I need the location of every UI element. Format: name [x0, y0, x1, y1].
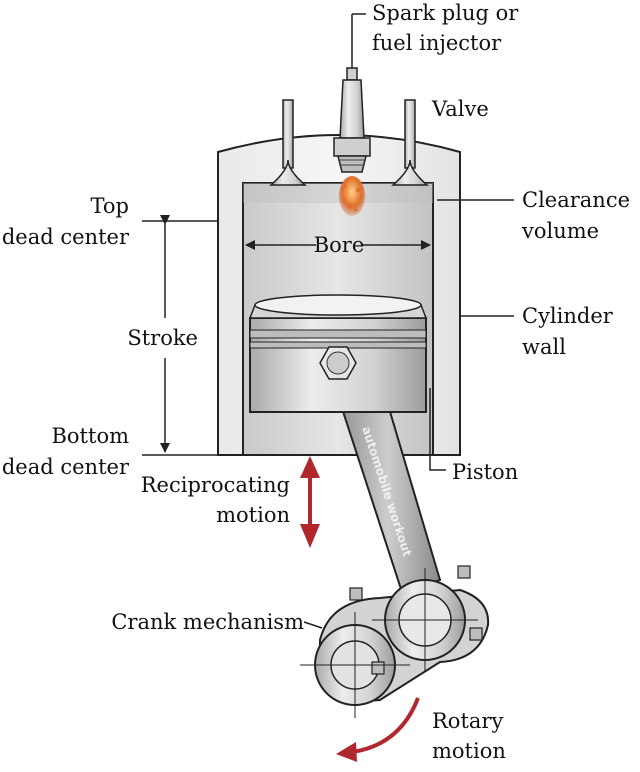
- valve-label: Valve: [431, 97, 489, 121]
- bottom-dead-center-label-1: Bottom: [51, 424, 129, 448]
- cylinder-wall-label-1: Cylinder: [522, 304, 614, 328]
- bottom-dead-center-label-2: dead center: [2, 455, 130, 479]
- piston-label: Piston: [452, 460, 518, 484]
- reciprocating-motion-arrow-icon: [300, 456, 320, 548]
- bolt-icons: [349, 565, 483, 675]
- rotary-motion-arrow-icon: [336, 697, 420, 762]
- reciprocating-motion-label-1: Reciprocating: [141, 473, 290, 497]
- leader-lines: [303, 199, 514, 629]
- top-dead-center-label-1: Top: [91, 194, 129, 218]
- stroke-label: Stroke: [127, 326, 198, 350]
- top-dead-center-label-2: dead center: [2, 225, 130, 249]
- bore-label: Bore: [314, 233, 365, 257]
- clearance-volume-label-2: volume: [521, 219, 599, 243]
- spark-plug-label-1: Spark plug or: [372, 1, 519, 25]
- reciprocating-motion-label-2: motion: [216, 503, 290, 527]
- cylinder-wall-label-2: wall: [522, 335, 566, 359]
- dimension-lines: [142, 215, 218, 456]
- exhaust-valve: [391, 99, 429, 186]
- wrist-pin-bolt-icon: [319, 346, 357, 380]
- spark-icon: [339, 176, 365, 216]
- spark-particles: [342, 184, 360, 212]
- clearance-volume-label-1: Clearance: [522, 188, 630, 212]
- crank-mechanism-label: Crank mechanism: [111, 610, 304, 634]
- rotary-motion-label-2: motion: [432, 739, 506, 763]
- spark-plug-icon: [333, 67, 371, 173]
- crank-mechanism: [300, 565, 490, 718]
- center-lines: [300, 568, 478, 718]
- piston: [248, 294, 428, 413]
- spark-plug-label-2: fuel injector: [372, 31, 502, 55]
- intake-valve: [269, 99, 307, 186]
- rotary-motion-label-1: Rotary: [432, 709, 503, 733]
